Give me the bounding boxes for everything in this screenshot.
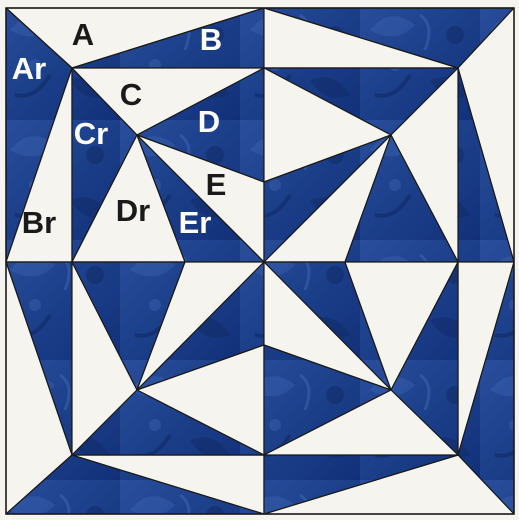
label-dr: Dr [116,193,150,228]
label-br: Br [22,205,56,240]
label-a: A [72,17,94,52]
label-c: C [120,77,142,112]
label-er: Er [179,205,212,240]
label-d: D [198,104,220,139]
patch-pieces [6,8,514,514]
label-ar: Ar [12,51,46,86]
label-e: E [206,167,227,202]
label-cr: Cr [74,116,108,151]
label-b: B [200,22,222,57]
